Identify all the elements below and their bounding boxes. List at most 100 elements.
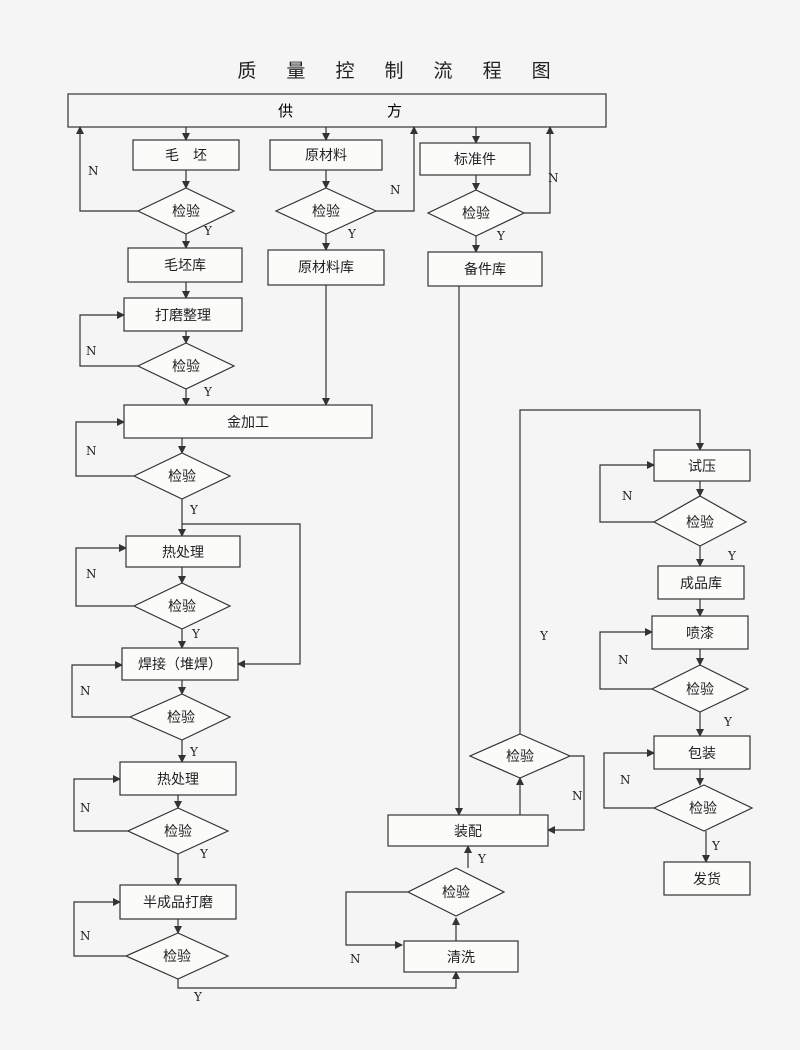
node-yuancailiaoku: 原材料库 (267, 249, 385, 286)
no-label: N (572, 789, 583, 803)
no-label: N (86, 567, 97, 581)
decision-hanjie: 检验 (128, 693, 232, 741)
node-maopi: 毛 坯 (132, 139, 240, 171)
svg-text:标准件: 标准件 (454, 152, 496, 168)
yes-label: Y (203, 385, 213, 399)
no-label: N (80, 929, 91, 943)
svg-text:备件库: 备件库 (464, 261, 506, 278)
node-chengpinku: 成品库 (657, 565, 745, 600)
svg-text:焊接（堆焊）: 焊接（堆焊） (138, 656, 222, 673)
decision-zhuangpei: 检验 (468, 733, 572, 779)
no-label: N (622, 489, 633, 503)
svg-text:检验: 检验 (462, 206, 490, 222)
no-label: N (548, 171, 559, 185)
yes-label: Y (477, 852, 487, 866)
node-qingxi: 清洗 (403, 940, 519, 973)
decision-jinjiagong: 检验 (132, 452, 232, 500)
node-biaozhunjian: 标准件 (419, 142, 531, 176)
svg-text:成品库: 成品库 (680, 576, 722, 592)
node-penqi: 喷漆 (651, 615, 749, 650)
svg-text:检验: 检验 (506, 749, 534, 765)
svg-text:热处理: 热处理 (162, 545, 204, 561)
decision-shiya: 检验 (652, 495, 748, 547)
svg-text:检验: 检验 (172, 204, 200, 220)
svg-text:检验: 检验 (689, 801, 717, 817)
page-title: 质 量 控 制 流 程 图 (237, 60, 563, 82)
node-rechuli-1: 热处理 (125, 535, 241, 568)
yes-label: Y (723, 715, 733, 729)
svg-text:检验: 检验 (312, 204, 340, 220)
yes-label: Y (191, 627, 201, 641)
svg-text:清洗: 清洗 (447, 950, 475, 966)
node-yuancailiao: 原材料 (269, 139, 383, 171)
node-fahuo: 发货 (663, 861, 751, 896)
no-label: N (350, 952, 361, 966)
decision-baozhuang: 检验 (652, 784, 754, 832)
svg-text:半成品打磨: 半成品打磨 (143, 894, 213, 911)
svg-text:检验: 检验 (442, 885, 470, 901)
decision-rechuli-1: 检验 (132, 582, 232, 630)
svg-text:打磨整理: 打磨整理 (155, 307, 211, 324)
svg-text:检验: 检验 (168, 599, 196, 615)
node-maopiku: 毛坯库 (127, 247, 243, 283)
decision-banchengpin: 检验 (124, 932, 230, 980)
yes-label: Y (711, 839, 721, 853)
svg-text:检验: 检验 (163, 949, 191, 965)
decision-qingxi: 检验 (406, 867, 506, 917)
yes-label: Y (189, 503, 199, 517)
svg-text:喷漆: 喷漆 (686, 626, 714, 642)
svg-text:检验: 检验 (168, 469, 196, 485)
yes-label: Y (193, 990, 203, 1004)
process-boxes: 毛 坯 原材料 标准件 毛坯库 原材料库 备件库 打磨整理 金加工 热处理 焊接… (119, 139, 751, 973)
yes-label: Y (203, 224, 213, 238)
no-label: N (80, 801, 91, 815)
no-label: N (88, 164, 99, 178)
no-label: N (86, 344, 97, 358)
svg-text:检验: 检验 (167, 710, 195, 726)
svg-text:毛坯库: 毛坯库 (164, 258, 206, 274)
node-banchengpin: 半成品打磨 (119, 884, 237, 920)
decision-yuancailiao: 检验 (274, 187, 378, 235)
decision-penqi: 检验 (650, 664, 750, 713)
svg-text:原材料: 原材料 (305, 148, 347, 164)
svg-text:检验: 检验 (164, 824, 192, 840)
node-beijianku: 备件库 (427, 251, 543, 287)
decision-rechuli-2: 检验 (126, 807, 230, 855)
svg-text:包装: 包装 (688, 746, 716, 762)
svg-text:检验: 检验 (172, 359, 200, 375)
yes-label: Y (496, 229, 506, 243)
node-jinjiagong: 金加工 (123, 404, 373, 439)
supplier-label-1: 供 (278, 102, 293, 120)
svg-text:装配: 装配 (454, 824, 482, 840)
svg-text:发货: 发货 (693, 871, 721, 888)
no-label: N (618, 653, 629, 667)
no-label: N (86, 444, 97, 458)
svg-text:原材料库: 原材料库 (298, 260, 354, 276)
node-rechuli-2: 热处理 (119, 761, 237, 796)
supplier-bar: 供 方 (67, 93, 607, 128)
decision-damo: 检验 (136, 342, 236, 390)
decision-biaozhunjian: 检验 (426, 189, 526, 237)
node-shiya: 试压 (653, 449, 751, 482)
node-baozhuang: 包装 (653, 735, 751, 770)
svg-text:检验: 检验 (686, 682, 714, 698)
decision-diamonds: 检验 检验 检验 检验 检验 检验 检验 检验 检验 检验 检验 检验 检验 检… (124, 187, 754, 980)
node-hanjie: 焊接（堆焊） (121, 647, 239, 681)
no-label: N (80, 684, 91, 698)
yes-label: Y (539, 629, 549, 643)
connectors (71, 126, 710, 989)
svg-text:毛 坯: 毛 坯 (165, 148, 207, 164)
decision-maopi: 检验 (136, 187, 236, 235)
yes-label: Y (189, 745, 199, 759)
node-damo: 打磨整理 (123, 297, 243, 332)
svg-text:金加工: 金加工 (227, 415, 269, 431)
svg-text:试压: 试压 (688, 459, 716, 475)
branch-labels: N Y N Y N Y N Y N Y N Y N Y N Y N Y N Y … (80, 164, 737, 1004)
no-label: N (390, 183, 401, 197)
no-label: N (620, 773, 631, 787)
supplier-label-2: 方 (387, 102, 402, 120)
yes-label: Y (199, 847, 209, 861)
svg-text:热处理: 热处理 (157, 772, 199, 788)
